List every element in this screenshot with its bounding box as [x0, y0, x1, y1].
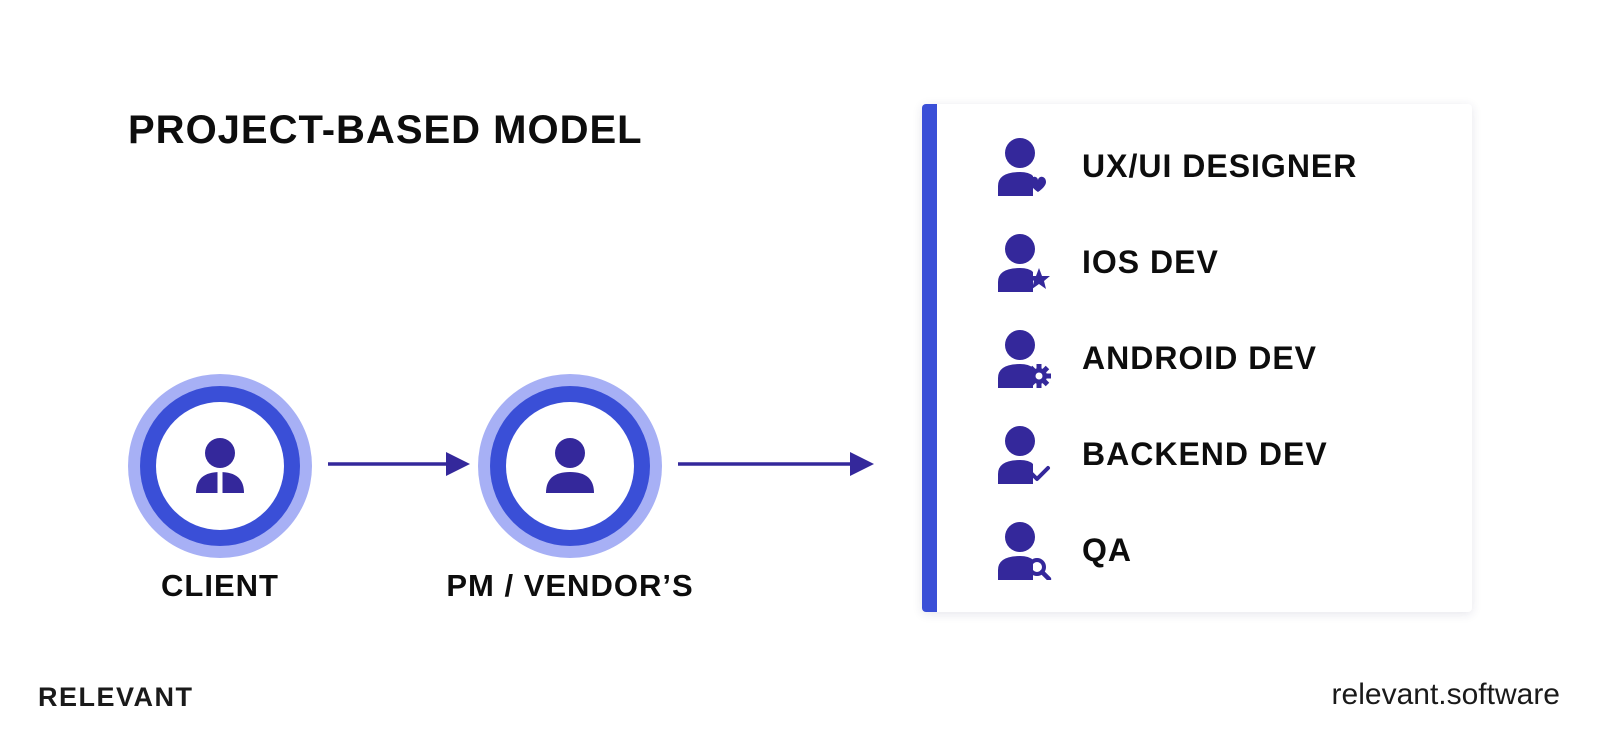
- brand-logo-text: RELEVANT: [38, 682, 194, 712]
- role-label: QA: [1082, 532, 1132, 568]
- role-ios-dev: IOS DEV: [922, 228, 1472, 298]
- user-heart-icon: [998, 138, 1046, 196]
- arrow-pm-to-team: [678, 452, 874, 476]
- role-ux-ui-designer: UX/UI DESIGNER: [922, 132, 1472, 202]
- role-label: BACKEND DEV: [1082, 436, 1328, 472]
- user-star-icon: [998, 234, 1050, 292]
- user-search-icon: [998, 522, 1052, 580]
- user-check-icon: [998, 426, 1050, 484]
- pm-vendor-node: [478, 374, 662, 558]
- role-backend-dev: BACKEND DEV: [922, 420, 1472, 490]
- person-tie-icon: [196, 438, 244, 493]
- role-qa: QA: [922, 516, 1472, 586]
- user-gear-icon: [998, 330, 1051, 388]
- diagram-title: PROJECT-BASED MODEL: [128, 108, 643, 152]
- site-url: relevant.software: [1331, 678, 1560, 711]
- client-node: [128, 374, 312, 558]
- arrow-client-to-pm: [328, 452, 470, 476]
- role-label: UX/UI DESIGNER: [1082, 148, 1358, 184]
- role-android-dev: ANDROID DEV: [922, 324, 1472, 394]
- person-icon: [546, 438, 594, 493]
- client-label: CLIENT: [161, 568, 279, 603]
- pm-vendor-label: PM / VENDOR’S: [446, 568, 694, 603]
- role-label: ANDROID DEV: [1082, 340, 1318, 376]
- role-label: IOS DEV: [1082, 244, 1219, 280]
- panel-accent-bar: [922, 104, 937, 612]
- team-panel: UX/UI DESIGNER IOS DEV ANDROID DEV: [922, 104, 1472, 612]
